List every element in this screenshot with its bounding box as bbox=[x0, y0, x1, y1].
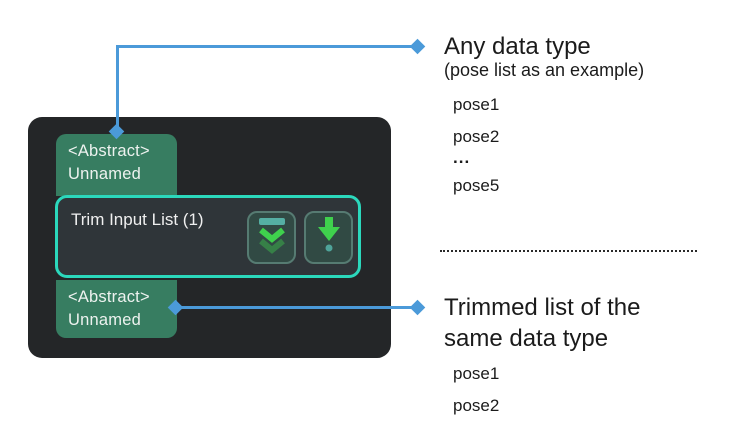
input-port-name: Unnamed bbox=[68, 165, 141, 183]
input-connector-diamond-label-end bbox=[409, 38, 426, 55]
node-title: Trim Input List (1) bbox=[71, 210, 204, 229]
collapse-icon bbox=[257, 215, 287, 260]
input-connector-vertical-line bbox=[116, 45, 119, 130]
output-port-name: Unnamed bbox=[68, 311, 141, 329]
output-list-item: pose1 bbox=[453, 364, 500, 383]
input-annotation-title: Any data type bbox=[444, 33, 591, 60]
input-port-badge[interactable]: <Abstract> Unnamed bbox=[56, 134, 177, 196]
collapse-button[interactable] bbox=[247, 211, 296, 264]
dotted-separator bbox=[440, 250, 697, 252]
output-port-badge[interactable]: <Abstract> Unnamed bbox=[56, 280, 177, 338]
run-step-button[interactable] bbox=[304, 211, 353, 264]
output-annotation-title-line2: same data type bbox=[444, 325, 609, 352]
input-connector-horizontal-line bbox=[116, 45, 413, 48]
output-connector-diamond-label-end bbox=[409, 299, 426, 316]
trim-input-list-node[interactable]: Trim Input List (1) bbox=[55, 195, 361, 278]
input-list-item: pose5 bbox=[453, 176, 500, 195]
input-list-item: pose2 bbox=[453, 127, 500, 146]
input-list-ellipsis: ... bbox=[453, 148, 471, 167]
output-port-type: <Abstract> bbox=[68, 288, 150, 306]
output-annotation-title-line1: Trimmed list of the bbox=[444, 294, 641, 321]
output-list-item: pose2 bbox=[453, 396, 500, 415]
input-annotation-subtitle: (pose list as an example) bbox=[444, 60, 645, 80]
down-arrow-icon bbox=[314, 215, 344, 260]
input-list-item: pose1 bbox=[453, 95, 500, 114]
output-connector-horizontal-line bbox=[178, 306, 414, 309]
input-port-type: <Abstract> bbox=[68, 142, 150, 160]
